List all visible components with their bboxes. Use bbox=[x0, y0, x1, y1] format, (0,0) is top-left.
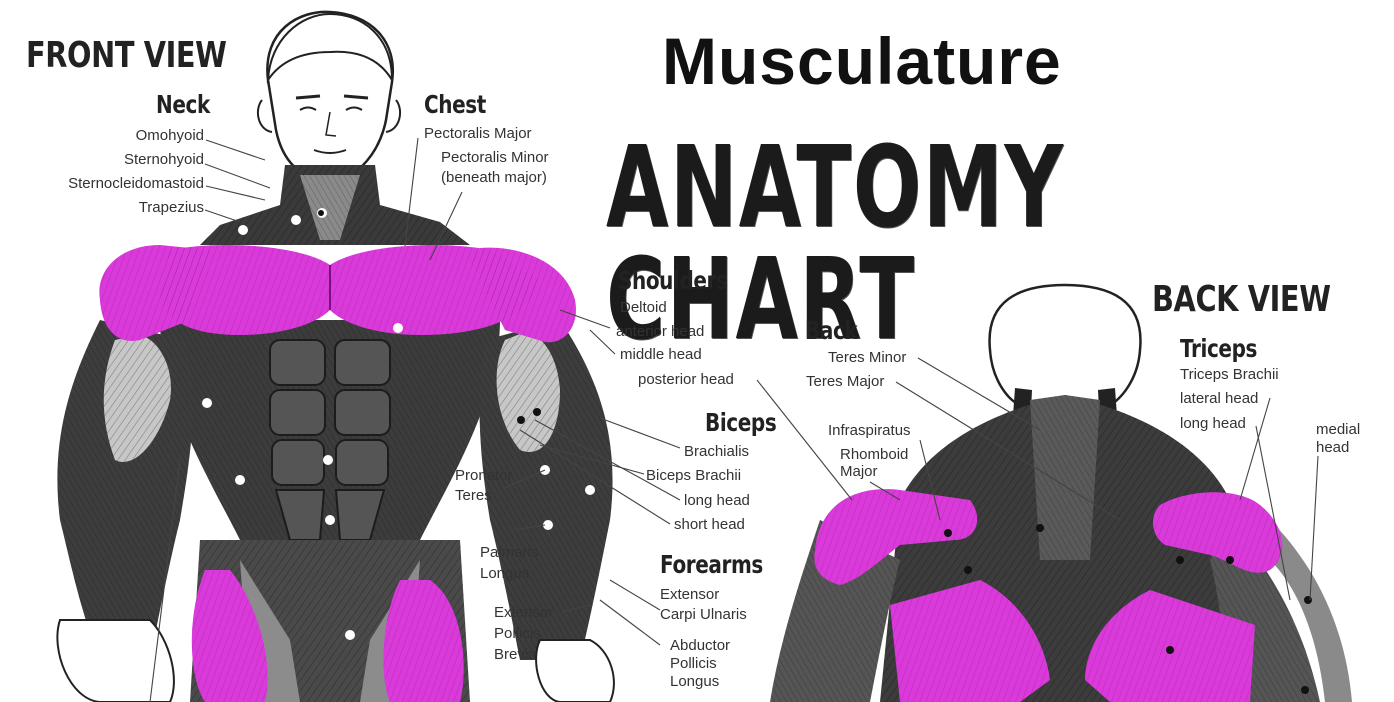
label-longus-2: Longus bbox=[670, 674, 719, 689]
label-teres-minor: Teres Minor bbox=[828, 350, 906, 365]
label-pollicis-2: Pollicis bbox=[670, 656, 717, 671]
label-posterior-head: posterior head bbox=[638, 372, 734, 387]
triceps-heading: Triceps bbox=[1180, 336, 1257, 361]
label-palmaris: Palmaris bbox=[480, 545, 538, 560]
label-medial: medial bbox=[1316, 422, 1360, 437]
label-middle-head: middle head bbox=[620, 347, 702, 362]
label-long-head: long head bbox=[684, 493, 750, 508]
biceps-heading: Biceps bbox=[705, 410, 776, 435]
label-long-head-triceps: long head bbox=[1180, 416, 1246, 431]
label-trapezius: Trapezius bbox=[139, 200, 204, 215]
front-view-heading: FRONT VIEW bbox=[26, 38, 227, 74]
label-infraspiratus: Infraspiratus bbox=[828, 423, 911, 438]
label-longus: Longus bbox=[480, 566, 529, 581]
label-biceps-brachii: Biceps Brachii bbox=[646, 468, 741, 483]
front-figure bbox=[57, 12, 614, 702]
label-omohyoid: Omohyoid bbox=[136, 128, 204, 143]
label-pronator: Pronator bbox=[455, 468, 513, 483]
label-brachialis: Brachialis bbox=[684, 444, 749, 459]
neck-heading: Neck bbox=[156, 92, 210, 117]
chest-heading: Chest bbox=[424, 92, 486, 117]
label-short-head: short head bbox=[674, 517, 745, 532]
label-brevis: Brevis bbox=[494, 647, 536, 662]
shoulders-heading: Shoulders bbox=[618, 268, 728, 293]
label-sternocleidomastoid: Sternocleidomastoid bbox=[68, 176, 204, 191]
label-extensor-2: Extensor bbox=[660, 587, 719, 602]
label-teres-major: Teres Major bbox=[806, 374, 884, 389]
label-major: Major bbox=[840, 464, 878, 479]
back-view-heading: BACK VIEW bbox=[1152, 282, 1331, 318]
label-deltoid: Deltoid bbox=[620, 300, 667, 315]
label-beneath-major: (beneath major) bbox=[441, 170, 547, 185]
label-pectoralis-minor: Pectoralis Minor bbox=[441, 150, 549, 165]
back-heading: Back bbox=[805, 318, 857, 343]
forearms-heading: Forearms bbox=[660, 552, 763, 577]
label-carpi-ulnaris: Carpi Ulnaris bbox=[660, 607, 747, 622]
label-extensor-1: Extensor bbox=[494, 605, 553, 620]
label-pollicis-1: Pollicis bbox=[494, 626, 541, 641]
label-pectoralis-major: Pectoralis Major bbox=[424, 126, 532, 141]
label-rhomboid: Rhomboid bbox=[840, 447, 908, 462]
main-title: Musculature bbox=[662, 28, 1062, 94]
label-teres: Teres bbox=[455, 488, 492, 503]
label-anterior-head: anterior head bbox=[616, 324, 704, 339]
label-medial-head: head bbox=[1316, 440, 1349, 455]
label-triceps-brachii: Triceps Brachii bbox=[1180, 367, 1279, 382]
label-sternohyoid: Sternohyoid bbox=[124, 152, 204, 167]
label-abductor: Abductor bbox=[670, 638, 730, 653]
label-lateral-head: lateral head bbox=[1180, 391, 1258, 406]
